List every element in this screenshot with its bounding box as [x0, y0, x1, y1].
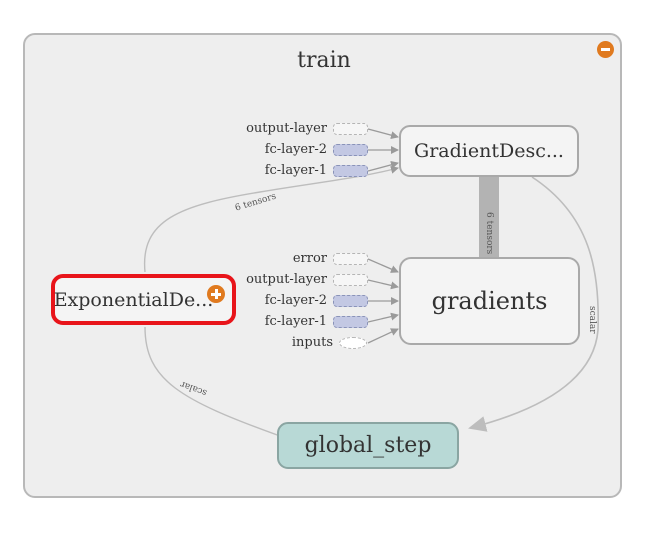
edge-output-layer-to-gd	[367, 128, 399, 140]
edge-exp-to-gs	[144, 326, 281, 437]
gradients-input-chip[interactable]	[333, 295, 368, 307]
plus-circle-icon[interactable]	[207, 285, 225, 303]
gradients-input-chip[interactable]	[333, 253, 368, 265]
gradients-input-label: inputs	[291, 335, 333, 350]
gradients-input-chip[interactable]	[333, 316, 368, 328]
gradients-input-label: fc-layer-1	[264, 314, 327, 329]
edge-output-layer-to-gradients	[367, 279, 399, 290]
edge-fc-layer-1-to-gradients	[367, 312, 399, 323]
edge-inputs-to-gradients	[367, 328, 399, 344]
edge-fc-layer-1-to-gd	[367, 160, 399, 172]
edge-gradients-to-gd	[479, 177, 499, 257]
edge-label-gd-to-gs: scalar	[587, 306, 597, 334]
exponential-decay-node[interactable]: ExponentialDe...	[51, 274, 236, 325]
gd-input-label: fc-layer-1	[264, 163, 327, 178]
gradient-descent-node[interactable]: GradientDesc...	[399, 125, 579, 177]
minus-circle-icon[interactable]	[597, 41, 614, 58]
gd-input-chip[interactable]	[333, 123, 368, 135]
edge-gd-to-gs	[468, 176, 600, 432]
edge-error-to-gradients	[367, 258, 399, 273]
gd-input-chip[interactable]	[333, 144, 368, 156]
global-step-node[interactable]: global_step	[277, 422, 459, 469]
group-title: train	[297, 48, 351, 73]
gradients-node[interactable]: gradients	[399, 257, 580, 345]
gradients-input-chip[interactable]	[333, 274, 368, 286]
gd-input-label: fc-layer-2	[264, 142, 327, 157]
gradients-input-label: fc-layer-2	[264, 293, 327, 308]
edge-label-grad-to-gd: 6 tensors	[484, 212, 494, 255]
gd-input-chip[interactable]	[333, 165, 368, 177]
gd-input-label: output-layer	[246, 121, 327, 136]
gradients-input-label: output-layer	[246, 272, 327, 287]
gradients-input-label: error	[292, 251, 327, 266]
gradients-input-chip[interactable]	[339, 337, 367, 349]
